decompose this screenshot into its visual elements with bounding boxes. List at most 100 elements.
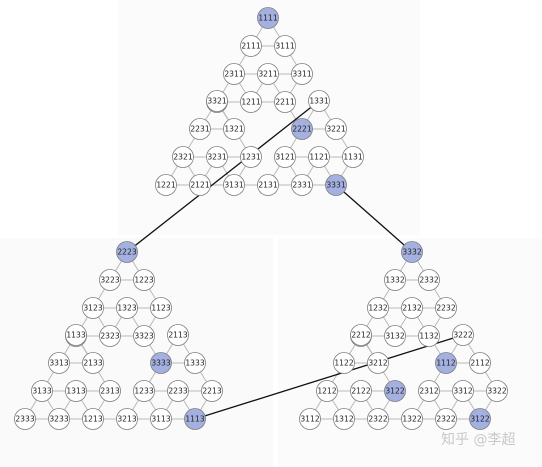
- graph-node-circle: [435, 352, 457, 374]
- graph-node-circle: [452, 324, 474, 346]
- graph-node: 3123: [82, 297, 104, 319]
- graph-node: 2332: [418, 269, 440, 291]
- graph-node: 3331: [325, 174, 347, 196]
- graph-node-circle: [14, 408, 36, 430]
- graph-node: 2213: [201, 380, 223, 402]
- graph-node-circle: [82, 297, 104, 319]
- graph-node-circle: [257, 174, 279, 196]
- graph-node-label: 1313: [66, 387, 85, 396]
- graph-node-circle: [257, 7, 279, 29]
- graph-node: 1122: [333, 352, 355, 374]
- graph-node-label: 2221: [292, 125, 311, 134]
- graph-node-label: 3111: [275, 42, 294, 51]
- graph-node-circle: [418, 269, 440, 291]
- graph-node-circle: [350, 324, 372, 346]
- graph-node-label: 3113: [151, 415, 170, 424]
- graph-node-label: 2311: [224, 70, 243, 79]
- graph-node-label: 3331: [326, 181, 345, 190]
- graph-node-circle: [384, 325, 406, 347]
- graph-node: 1312: [333, 408, 355, 430]
- graph-node-circle: [240, 35, 262, 57]
- graph-node-label: 1212: [317, 387, 336, 396]
- graph-node-label: 1213: [83, 415, 102, 424]
- graph-node-circle: [435, 408, 457, 430]
- graph-node: 1221: [155, 174, 177, 196]
- graph-node-label: 3122: [470, 415, 489, 424]
- graph-node-label: 2132: [402, 304, 421, 313]
- graph-node-label: 1323: [117, 304, 136, 313]
- graph-node-circle: [99, 325, 121, 347]
- graph-node: 2322: [435, 408, 457, 430]
- graph-node-label: 1123: [151, 304, 170, 313]
- graph-node: 2132: [401, 297, 423, 319]
- graph-node-circle: [367, 408, 389, 430]
- graph-node-label: 3222: [453, 331, 472, 340]
- graph-node: 2223: [116, 241, 138, 263]
- graph-node-label: 1312: [334, 415, 353, 424]
- graph-node-label: 1133: [66, 331, 85, 340]
- graph-node-circle: [384, 380, 406, 402]
- graph-node-circle: [150, 408, 172, 430]
- graph-node: 2231: [189, 118, 211, 140]
- graph-node: 3132: [384, 325, 406, 347]
- graph-node-label: 2312: [419, 387, 438, 396]
- graph-node-circle: [274, 146, 296, 168]
- graph-node-circle: [206, 90, 228, 112]
- graph-node-label: 2121: [190, 181, 209, 190]
- graph-node-label: 1321: [224, 125, 243, 134]
- graph-node: 3223: [99, 269, 121, 291]
- graph-node: 3211: [257, 63, 279, 85]
- graph-node: 1123: [150, 297, 172, 319]
- graph-node-label: 2332: [419, 276, 438, 285]
- graph-node-label: 1122: [334, 359, 353, 368]
- graph-node-circle: [167, 324, 189, 346]
- graph-node: 1133: [65, 324, 87, 346]
- graph-node-circle: [308, 146, 330, 168]
- graph-node: 2212: [350, 324, 372, 346]
- graph-node-label: 1223: [134, 276, 153, 285]
- graph-node-label: 3112: [300, 415, 319, 424]
- graph-node-label: 2313: [100, 387, 119, 396]
- graph-node: 2133: [82, 352, 104, 374]
- graph-node-label: 1121: [309, 153, 328, 162]
- graph-node: 3313: [48, 352, 70, 374]
- graph-node: 2111: [240, 35, 262, 57]
- graph-node-label: 1112: [436, 359, 455, 368]
- graph-node: 2233: [167, 380, 189, 402]
- graph-node-circle: [155, 174, 177, 196]
- bridge-edge-left-right: [194, 334, 464, 420]
- graph-node: 3221: [325, 118, 347, 140]
- graph-node: 3312: [452, 380, 474, 402]
- graph-node-label: 2212: [351, 331, 370, 340]
- graph-node-label: 2213: [202, 387, 221, 396]
- graph-node: 2113: [167, 324, 189, 346]
- graph-node-circle: [333, 352, 355, 374]
- graph-node-label: 3123: [83, 304, 102, 313]
- graph-node: 3121: [274, 146, 296, 168]
- graph-node-label: 3333: [151, 359, 170, 368]
- graph-node-label: 3132: [385, 332, 404, 341]
- graph-node-circle: [401, 241, 423, 263]
- graph-node-circle: [291, 63, 313, 85]
- graph-node-circle: [48, 408, 70, 430]
- graph-node-label: 3221: [326, 125, 345, 134]
- graph-node-circle: [240, 146, 262, 168]
- graph-node: 1223: [133, 269, 155, 291]
- graph-node-circle: [116, 408, 138, 430]
- graph-node-circle: [223, 174, 245, 196]
- graph-node: 1121: [308, 146, 330, 168]
- graph-node-label: 1333: [185, 359, 204, 368]
- graph-node-label: 1131: [343, 153, 362, 162]
- graph-node: 2131: [257, 174, 279, 196]
- graph-node: 3323: [133, 325, 155, 347]
- graph-node-circle: [116, 241, 138, 263]
- graph-node-circle: [116, 297, 138, 319]
- graph-node: 3231: [206, 146, 228, 168]
- graph-node-label: 1232: [368, 304, 387, 313]
- graph-node-label: 2322: [368, 415, 387, 424]
- graph-node-label: 3122: [385, 387, 404, 396]
- graph-node: 1232: [367, 297, 389, 319]
- graph-node-circle: [435, 297, 457, 319]
- graph-node-label: 2223: [117, 248, 136, 257]
- graph-node: 2323: [99, 325, 121, 347]
